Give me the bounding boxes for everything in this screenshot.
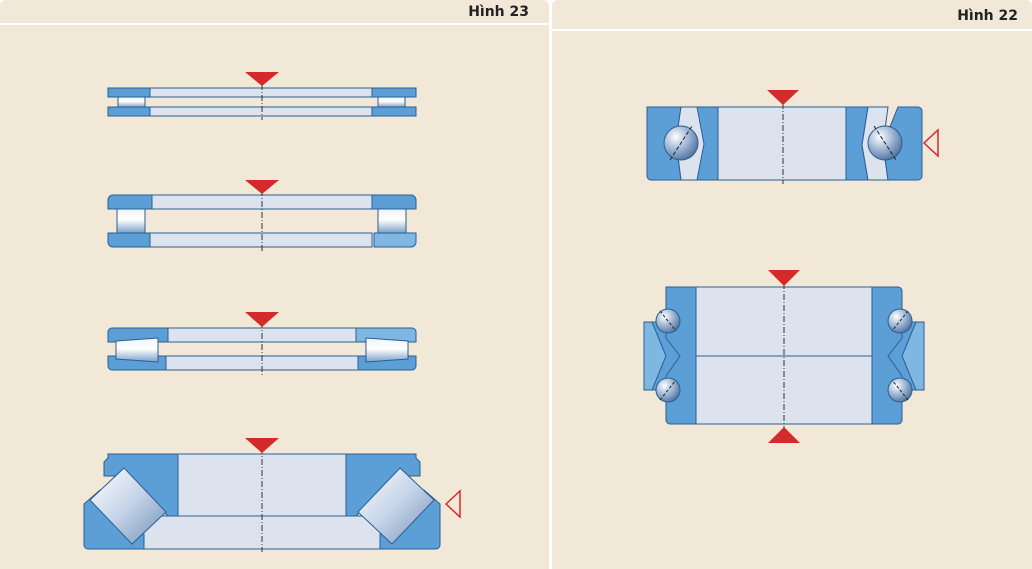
load-arrow-icon	[245, 438, 279, 453]
axial-load-outline-arrow-icon	[922, 128, 939, 158]
thrust-bearings-diagram	[83, 72, 461, 552]
load-arrow-up-icon	[768, 427, 800, 443]
left-figure-panel: Hình 23	[0, 0, 549, 569]
load-arrow-icon	[245, 312, 279, 327]
thin-thrust-bearing	[107, 72, 417, 120]
tapered-roller-thrust-bearing	[107, 312, 417, 376]
left-panel-header: Hình 23	[0, 0, 549, 25]
right-panel-title: Hình 22	[957, 8, 1018, 24]
load-arrow-icon	[245, 72, 279, 86]
angular-contact-bearings-diagram	[643, 90, 939, 443]
angular-contact-ball-bearing	[646, 90, 939, 184]
left-panel-title: Hình 23	[468, 4, 529, 20]
cylindrical-roller-thrust-bearing	[107, 180, 417, 252]
spherical-roller-thrust-bearing	[83, 438, 461, 552]
axial-load-outline-arrow-icon	[444, 489, 461, 519]
load-arrow-icon	[768, 270, 800, 286]
right-figure-panel: Hình 22	[552, 0, 1032, 569]
double-direction-angular-contact-bearing	[643, 270, 925, 443]
load-arrow-icon	[767, 90, 799, 105]
right-panel-header: Hình 22	[552, 0, 1032, 31]
load-arrow-icon	[245, 180, 279, 194]
